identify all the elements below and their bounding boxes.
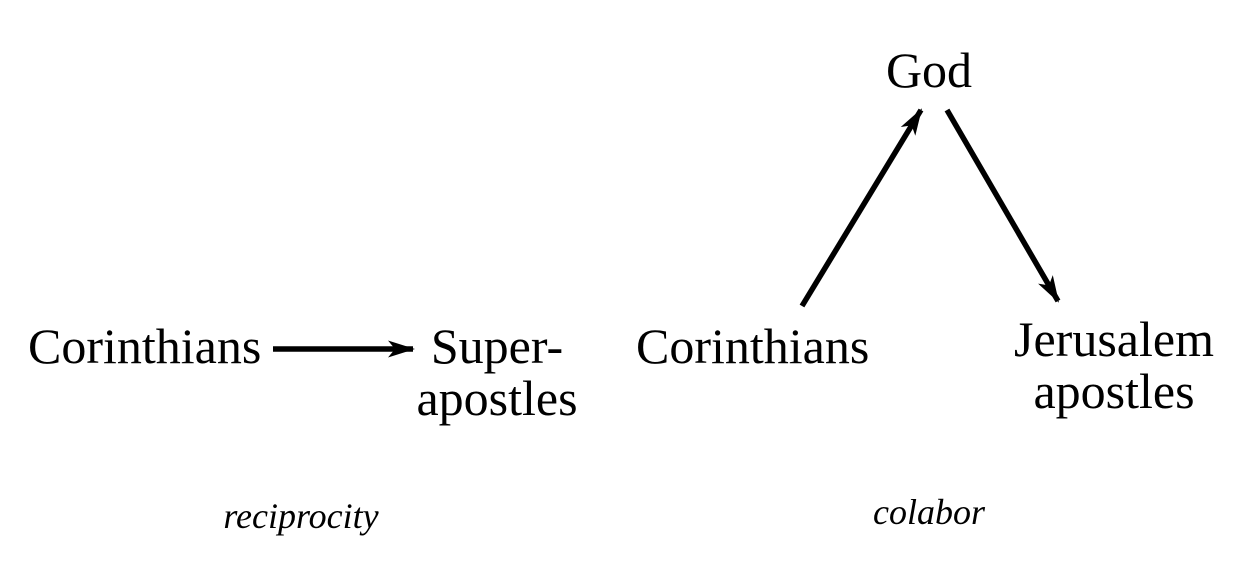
node-super-apostles: Super- apostles — [416, 320, 577, 424]
edge-god-to-jerusalem-apostles — [944, 108, 1061, 303]
node-jerusalem-apostles: Jerusalem apostles — [1014, 313, 1214, 417]
node-corinthians-right: Corinthians — [636, 318, 870, 374]
caption-colabor: colabor — [873, 492, 985, 532]
node-jerusalem-apostles-line1: Jerusalem — [1014, 311, 1214, 367]
node-god: God — [885, 42, 973, 98]
node-corinthians-left: Corinthians — [28, 318, 262, 374]
edge-corinthians-right-to-god — [799, 108, 924, 308]
caption-reciprocity: reciprocity — [223, 496, 379, 536]
node-jerusalem-apostles-line2: apostles — [1033, 363, 1195, 419]
node-super-apostles-line2: apostles — [416, 370, 578, 426]
node-super-apostles-line1: Super- — [430, 318, 564, 374]
